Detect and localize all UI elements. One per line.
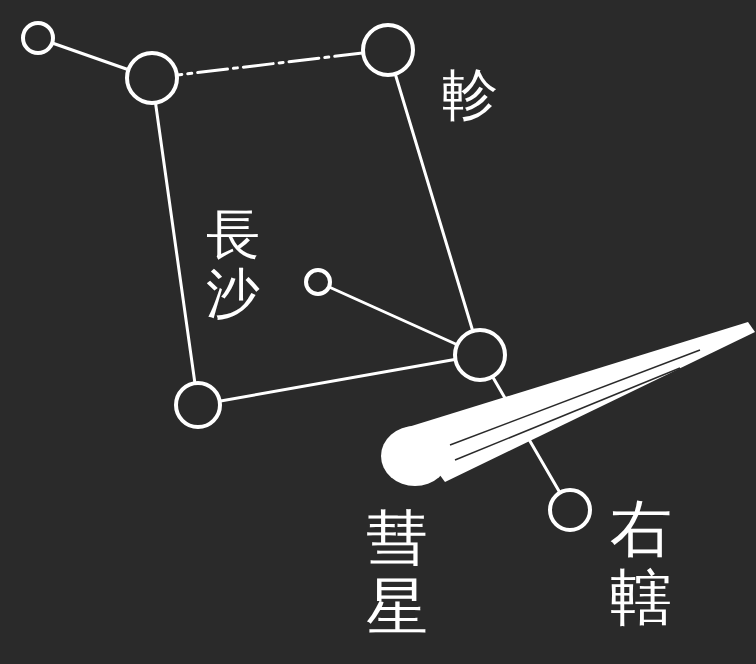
comet-tail [405, 322, 755, 482]
comet-streak [455, 368, 680, 460]
star [306, 270, 330, 294]
constellation-name: 軫 [442, 58, 498, 134]
comet-label: 彗星 [366, 505, 428, 641]
star-line [152, 78, 198, 405]
star [550, 490, 590, 530]
star [23, 23, 53, 53]
comet-streak [450, 350, 700, 445]
comet-head [381, 426, 449, 486]
star-line [198, 355, 480, 405]
star [455, 330, 505, 380]
star [127, 53, 177, 103]
asterism-name: 長沙 [206, 205, 260, 324]
star [363, 25, 413, 75]
star-name: 右轄 [610, 495, 672, 631]
comet [381, 322, 755, 486]
star-line [152, 50, 388, 78]
star [176, 383, 220, 427]
